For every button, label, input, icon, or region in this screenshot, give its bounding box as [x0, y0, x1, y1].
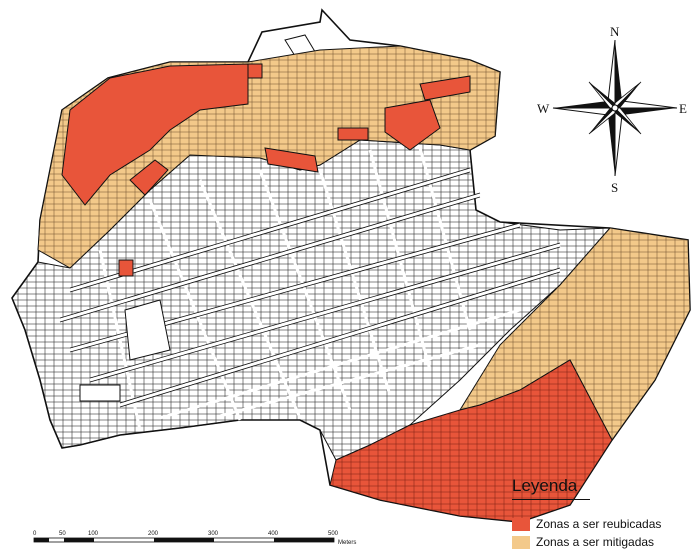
compass-east-label: E — [679, 101, 687, 116]
compass-west-label: W — [537, 101, 550, 116]
scale-tick-400: 400 — [268, 531, 279, 537]
scale-tick-500: 500 — [328, 531, 339, 537]
scale-tick-0: 0 — [33, 531, 37, 537]
scale-tick-50: 50 — [59, 531, 66, 537]
legend-label-relocation: Zonas a ser reubicadas — [536, 517, 662, 531]
legend-swatch-relocation — [512, 517, 530, 531]
legend-swatch-mitigation — [512, 535, 530, 549]
legend-item-relocation: Zonas a ser reubicadas — [512, 516, 661, 532]
scale-bar: 0 50 100 200 300 400 500 Meters — [33, 531, 356, 546]
open-spaces — [79, 34, 321, 402]
scale-tick-300: 300 — [208, 531, 219, 537]
scale-unit: Meters — [338, 540, 356, 546]
scale-tick-200: 200 — [148, 531, 159, 537]
street-network — [59, 147, 561, 431]
map-legend: Leyenda Zonas a ser reubicadas Zonas a s… — [508, 476, 698, 550]
compass-south-label: S — [611, 180, 618, 195]
legend-title: Leyenda — [512, 476, 578, 495]
legend-title-underline — [512, 499, 590, 500]
zone-relocation-southeast — [329, 359, 613, 523]
legend-label-mitigation: Zonas a ser mitigadas — [536, 535, 655, 549]
legend-item-mitigation: Zonas a ser mitigadas — [512, 534, 654, 550]
compass-rose: N S E W — [537, 24, 687, 195]
scale-tick-100: 100 — [88, 531, 99, 537]
compass-north-label: N — [610, 24, 620, 39]
